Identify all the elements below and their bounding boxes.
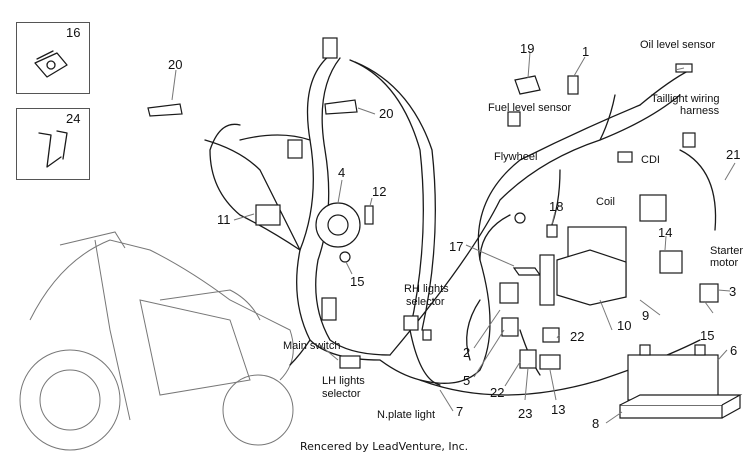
callout-number: 23 [518, 406, 533, 421]
label-nplate-light: N.plate light [377, 409, 436, 421]
callout-number: 10 [617, 318, 632, 333]
credit-line: Rencered by LeadVenture, Inc. [300, 440, 469, 453]
callout-number: 14 [658, 225, 673, 240]
inset-box-24 [16, 108, 90, 180]
label-cdi: CDI [641, 154, 660, 166]
callout-number: 12 [372, 184, 387, 199]
label-flywheel: Flywheel [494, 151, 538, 163]
callout-number: 11 [217, 212, 231, 227]
label-lh-lights-selector: LH lights [322, 375, 365, 387]
label-taillight-wiring-harness: Taillight wiring [651, 93, 720, 105]
label-oil-level-sensor: Oil level sensor [640, 39, 716, 51]
callout-number: 20 [379, 106, 394, 121]
callout-number: 5 [463, 373, 471, 388]
callout-number: 16 [66, 25, 81, 40]
label-starter-motor: Starter [710, 245, 744, 257]
callout-number: 1 [582, 44, 590, 59]
callout-number: 3 [729, 284, 737, 299]
callout-number: 22 [490, 385, 505, 400]
callout-number: 9 [642, 308, 650, 323]
callout-number: 13 [551, 402, 566, 417]
callout-number: 2 [463, 345, 471, 360]
callout-number: 20 [168, 57, 183, 72]
bracket-clip-icon [38, 130, 68, 168]
clip-nut-icon [34, 50, 68, 78]
callout-number: 18 [549, 199, 564, 214]
callout-number: 6 [730, 343, 738, 358]
label-rh-lights-selector: RH lights [404, 283, 449, 295]
callout-number: 17 [449, 239, 464, 254]
label-starter-motor: motor [710, 257, 739, 269]
main-harness [204, 54, 717, 396]
label-coil: Coil [596, 196, 615, 208]
callout-number: 19 [520, 41, 535, 56]
callout-number: 21 [726, 147, 741, 162]
inset-box-16 [16, 22, 90, 94]
label-lh-lights-selector: selector [322, 388, 361, 400]
callout-number: 15 [700, 328, 715, 343]
components [147, 37, 743, 419]
callout-number: 24 [66, 111, 81, 126]
callout-number: 4 [338, 165, 346, 180]
callout-number: 7 [456, 404, 464, 419]
label-rh-lights-selector: selector [406, 296, 445, 308]
leader-lines [171, 51, 736, 424]
callout-number: 8 [592, 416, 600, 431]
scooter-silhouette [19, 231, 294, 451]
label-main-switch: Main switch [283, 340, 341, 352]
callout-number: 22 [570, 329, 585, 344]
label-fuel-level-sensor: Fuel level sensor [488, 102, 572, 114]
callout-number: 15 [350, 274, 365, 289]
label-taillight-wiring-harness: harness [680, 105, 720, 117]
